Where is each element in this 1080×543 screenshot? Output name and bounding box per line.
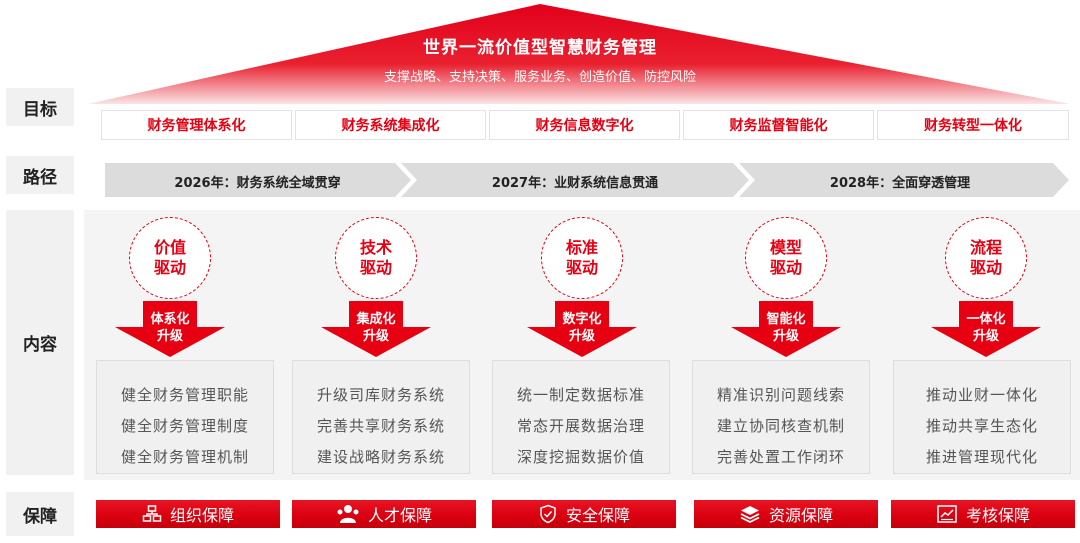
people-icon bbox=[337, 505, 359, 523]
row-label-goal: 目标 bbox=[6, 88, 74, 126]
guarantee-label: 人才保障 bbox=[367, 506, 432, 525]
upgrade-arrow-4 bbox=[731, 301, 841, 357]
driver-circle-model: 模型驱动 bbox=[745, 217, 827, 299]
content-item: 统一制定数据标准 bbox=[516, 386, 645, 404]
driver-circle-process: 流程驱动 bbox=[945, 217, 1027, 299]
content-item: 健全财务管理制度 bbox=[120, 417, 249, 435]
upgrade-label-1: 体系化升级 bbox=[150, 312, 190, 344]
content-item: 建立协同核查机制 bbox=[716, 417, 845, 435]
content-item: 升级司库财务系统 bbox=[316, 386, 445, 404]
row-label-guarantee: 保障 bbox=[6, 492, 74, 536]
path-chevron-1 bbox=[105, 163, 411, 197]
content-item: 完善共享财务系统 bbox=[316, 417, 445, 435]
driver-circle-value: 价值驱动 bbox=[129, 217, 211, 299]
row-label-content: 内容 bbox=[6, 210, 74, 475]
content-item: 推动共享生态化 bbox=[925, 417, 1038, 435]
guarantee-label: 资源保障 bbox=[768, 506, 833, 525]
content-item: 推进管理现代化 bbox=[925, 448, 1038, 466]
path-chevron-2 bbox=[401, 163, 749, 197]
path-2026: 2026年：财务系统全域贯穿 bbox=[174, 176, 341, 191]
content-item: 健全财务管理机制 bbox=[120, 448, 249, 466]
content-box-5: 推动业财一体化 推动共享生态化 推进管理现代化 bbox=[893, 360, 1071, 474]
shield-icon bbox=[540, 504, 556, 524]
content-item: 完善处置工作闭环 bbox=[716, 448, 845, 466]
content-item: 推动业财一体化 bbox=[925, 386, 1038, 404]
driver-circle-standard: 标准驱动 bbox=[541, 217, 623, 299]
content-box-4: 精准识别问题线索 建立协同核查机制 完善处置工作闭环 bbox=[692, 360, 870, 474]
guarantee-org: 组织保障 bbox=[96, 500, 280, 528]
path-2028: 2028年：全面穿透管理 bbox=[829, 176, 971, 191]
goal-4: 财务监督智能化 bbox=[683, 110, 874, 140]
path-chevrons bbox=[105, 163, 1069, 197]
org-chart-icon bbox=[142, 505, 162, 522]
guarantee-label: 组织保障 bbox=[169, 506, 234, 525]
goal-2: 财务系统集成化 bbox=[295, 110, 486, 140]
content-item: 常态开展数据治理 bbox=[516, 417, 645, 435]
path-chevron-3 bbox=[739, 163, 1069, 197]
roof-triangle bbox=[88, 4, 1070, 104]
roof-subtitle: 支撑战略、支持决策、服务业务、创造价值、防控风险 bbox=[383, 70, 696, 85]
row-label-path: 路径 bbox=[6, 156, 74, 194]
content-item: 深度挖掘数据价值 bbox=[516, 448, 645, 466]
upgrade-label-4: 智能化升级 bbox=[766, 312, 806, 344]
content-item: 健全财务管理职能 bbox=[120, 386, 249, 404]
driver-circle-tech: 技术驱动 bbox=[335, 217, 417, 299]
goal-1: 财务管理体系化 bbox=[101, 110, 292, 140]
guarantee-talent: 人才保障 bbox=[292, 500, 476, 528]
upgrade-label-3: 数字化升级 bbox=[562, 312, 602, 344]
chart-board-icon bbox=[937, 505, 957, 523]
guarantee-label: 安全保障 bbox=[565, 506, 630, 525]
upgrade-label-2: 集成化升级 bbox=[356, 312, 396, 344]
content-box-2: 升级司库财务系统 完善共享财务系统 建设战略财务系统 bbox=[292, 360, 470, 474]
content-item: 精准识别问题线索 bbox=[716, 386, 845, 404]
upgrade-label-5: 一体化升级 bbox=[966, 312, 1006, 344]
upgrade-arrow-3 bbox=[527, 301, 637, 357]
roof-title: 世界一流价值型智慧财务管理 bbox=[423, 38, 657, 58]
goal-3: 财务信息数字化 bbox=[489, 110, 680, 140]
content-item: 建设战略财务系统 bbox=[316, 448, 445, 466]
upgrade-arrow-2 bbox=[321, 301, 431, 357]
layers-icon bbox=[740, 506, 760, 524]
guarantee-assessment: 考核保障 bbox=[891, 500, 1075, 528]
upgrade-arrow-1 bbox=[115, 301, 225, 357]
guarantee-resource: 资源保障 bbox=[694, 500, 878, 528]
guarantee-label: 考核保障 bbox=[965, 506, 1030, 525]
goal-5: 财务转型一体化 bbox=[877, 110, 1069, 140]
content-box-1: 健全财务管理职能 健全财务管理制度 健全财务管理机制 bbox=[96, 360, 274, 474]
guarantee-security: 安全保障 bbox=[492, 500, 676, 528]
content-box-3: 统一制定数据标准 常态开展数据治理 深度挖掘数据价值 bbox=[492, 360, 670, 474]
path-2027: 2027年：业财系统信息贯通 bbox=[491, 176, 659, 191]
upgrade-arrow-5 bbox=[931, 301, 1041, 357]
